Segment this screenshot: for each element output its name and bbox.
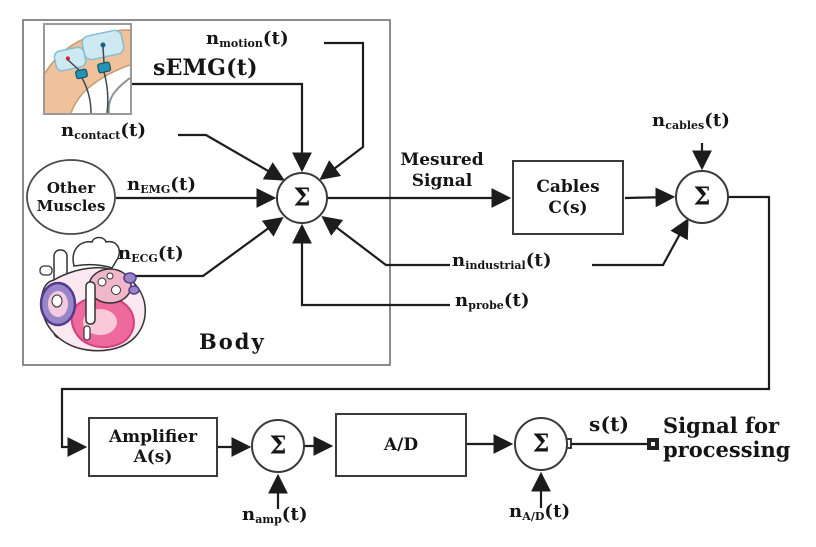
- other-muscles-line2: Muscles: [36, 197, 106, 215]
- cables-block-line2: C(s): [548, 197, 588, 218]
- heart-left-atrium-hole: [51, 294, 63, 308]
- connector-n-motion: [319, 41, 365, 180]
- terminal-square-center: [651, 442, 655, 446]
- label-n-industrial-suffix: (t): [525, 250, 552, 271]
- label-n-ecg-sub: ECG: [131, 252, 158, 265]
- arm-electrodes-illustration: [43, 23, 132, 115]
- heart-aorta: [72, 236, 120, 269]
- sum-circle-amp: [251, 419, 305, 473]
- label-n-motion-suffix: (t): [262, 28, 289, 49]
- other-muscles-line1: Other: [46, 179, 96, 197]
- electrode-connector-left: [75, 68, 88, 80]
- ad-converter-block: A/D: [335, 413, 467, 477]
- connector-n-industrial-left: [321, 216, 450, 267]
- label-n-ad-suffix: (t): [544, 501, 571, 522]
- label-n-contact-base: n: [61, 120, 75, 141]
- signal-for-processing-label: Signal for processing: [663, 413, 813, 463]
- amplifier-block-line1: Amplifier: [108, 426, 198, 447]
- sum-circle-ad: [514, 417, 568, 471]
- connector-n-industrial-right: [592, 218, 689, 267]
- label-n-probe-base: n: [455, 290, 469, 311]
- connector-n-probe: [292, 223, 450, 307]
- connector-semg: [132, 82, 312, 173]
- other-muscles-circle: [26, 159, 116, 235]
- electrode-connector-right: [97, 61, 112, 74]
- label-n-amp: namp(t): [242, 504, 308, 526]
- amplifier-block: Amplifier A(s): [88, 417, 218, 477]
- label-n-ecg-suffix: (t): [157, 243, 184, 264]
- label-n-amp-sub: amp: [255, 513, 282, 526]
- label-n-industrial-sub: industrial: [465, 259, 526, 272]
- sum-node-ad: Σ: [532, 428, 550, 458]
- label-n-contact-suffix: (t): [120, 120, 147, 141]
- label-n-contact: ncontact(t): [61, 120, 147, 142]
- label-n-ecg: nECG(t): [118, 243, 184, 265]
- st-output-label: s(t): [589, 412, 630, 436]
- label-n-ecg-base: n: [118, 243, 132, 264]
- label-n-probe-sub: probe: [468, 299, 504, 312]
- label-n-ad-sub: A/D: [522, 510, 545, 523]
- label-n-ad: nA/D(t): [509, 501, 571, 523]
- amplifier-block-line2: A(s): [133, 447, 173, 467]
- label-n-motion: nmotion(t): [206, 28, 289, 50]
- heart-vessel-nub: [39, 265, 53, 276]
- label-n-industrial-base: n: [452, 250, 466, 271]
- label-n-emg: nEMG(t): [127, 174, 197, 196]
- ad-converter-label: A/D: [383, 434, 419, 455]
- sum-node-body: Σ: [293, 182, 311, 212]
- label-n-motion-base: n: [206, 28, 220, 49]
- mesured-signal-line1: Mesured: [400, 150, 484, 170]
- label-n-cables-sub: cables: [665, 119, 705, 132]
- heart-central-column: [85, 281, 96, 325]
- connector-feedline-to-amplifier: [60, 195, 771, 457]
- signal-for-processing-line1: Signal for: [663, 413, 780, 438]
- label-n-probe: nprobe(t): [455, 290, 530, 312]
- label-n-cables-suffix: (t): [704, 110, 731, 131]
- other-muscles-label: Other Muscles: [27, 179, 115, 215]
- sum-circle-body: [276, 172, 328, 224]
- label-n-emg-suffix: (t): [170, 174, 197, 195]
- heart-valve-1: [97, 277, 107, 287]
- label-n-probe-suffix: (t): [503, 290, 530, 311]
- label-semg: sEMG(t): [153, 55, 258, 81]
- cables-block: Cables C(s): [512, 160, 624, 235]
- electrode-pad-right: [81, 29, 125, 61]
- mesured-signal-label: Mesured Signal: [389, 150, 495, 193]
- label-n-industrial: nindustrial(t): [452, 250, 552, 272]
- label-n-cables: ncables(t): [652, 110, 731, 132]
- body-label: Body: [199, 329, 266, 354]
- sum-node-cables: Σ: [693, 181, 711, 211]
- arm-lower-edge: [70, 64, 131, 114]
- label-n-ad-base: n: [509, 501, 523, 522]
- label-n-amp-suffix: (t): [281, 504, 308, 525]
- cables-block-line1: Cables: [536, 177, 600, 198]
- label-n-emg-sub: EMG: [140, 183, 171, 196]
- electrode-wires: [67, 46, 109, 114]
- electrode-pad-left-shape: [53, 46, 87, 72]
- heart-illustration: [39, 236, 146, 352]
- mesured-signal-line2: Signal: [411, 171, 473, 192]
- heart-valve-2: [111, 285, 121, 295]
- heart-purple-bump-1: [123, 272, 137, 284]
- sum-circle-cables: [675, 170, 729, 224]
- label-n-amp-base: n: [242, 504, 256, 525]
- arm-cable-curve: [107, 77, 131, 114]
- signal-for-processing-line2: processing: [663, 437, 791, 463]
- electrode-pad-left-dot: [65, 56, 70, 61]
- label-n-emg-base: n: [127, 174, 141, 195]
- electrode-pad-right-dot: [100, 42, 106, 48]
- connector-n-contact: [178, 133, 285, 181]
- sum-node-amp: Σ: [269, 430, 287, 460]
- label-n-contact-sub: contact: [74, 129, 121, 142]
- heart-column-tip: [83, 325, 91, 341]
- label-n-motion-sub: motion: [219, 37, 263, 50]
- connector-n-ecg: [120, 217, 284, 278]
- heart-valve-3: [106, 272, 114, 280]
- connector-cables-to-sum: [624, 187, 676, 208]
- electrode-pad-left: [53, 46, 87, 72]
- label-n-cables-base: n: [652, 110, 666, 131]
- heart-purple-bump-2: [128, 285, 140, 295]
- body-boundary-box: [22, 19, 391, 366]
